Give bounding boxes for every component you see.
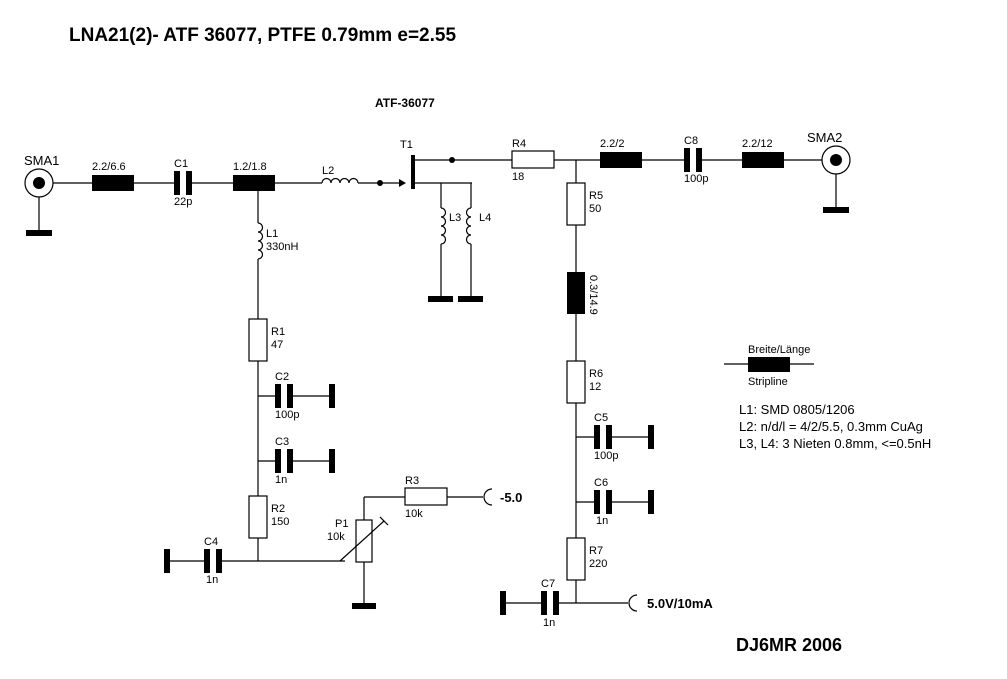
legend-stripline-symbol [748,357,790,372]
stripline-in1-label: 2.2/6.6 [92,161,126,173]
p1-ref: P1 [335,518,348,530]
r1-ref: R1 [271,326,285,338]
transistor-t1 [411,155,415,189]
inductor-l1 [257,222,264,260]
c1-ref: C1 [174,158,188,170]
c3-ref: C3 [275,436,289,448]
legend-bottom-label: Stripline [748,376,788,388]
r4-value: 18 [512,171,524,183]
capacitor-c1 [174,171,192,195]
ground-icon [458,296,483,302]
stripline-bias-label: 0.3/14.9 [587,275,599,315]
ground-icon [648,490,654,514]
c6-ref: C6 [594,477,608,489]
stripline-in2 [233,175,275,191]
resistor-r7 [566,537,586,581]
capacitor-c2 [275,384,281,408]
r7-ref: R7 [589,545,603,557]
ground-icon [329,449,335,473]
transistor-part-label: ATF-36077 [375,96,435,110]
r5-ref: R5 [589,190,603,202]
inductor-l3 [440,207,447,245]
resistor-r3 [404,487,448,506]
ground-icon [329,384,335,408]
capacitor-c5 [594,425,600,449]
stripline-out1 [600,152,642,168]
stripline-bias [567,272,585,314]
c8-ref: C8 [684,135,698,147]
l1-ref: L1 [266,228,278,240]
ground-icon [823,207,849,213]
resistor-r2 [248,495,268,539]
c7-ref: C7 [541,578,555,590]
ground-icon [352,603,376,609]
sma2-label: SMA2 [807,130,842,145]
inductor-l4 [465,207,472,245]
r4-ref: R4 [512,138,526,150]
c4-value: 1n [206,574,218,586]
p1-value: 10k [327,531,345,543]
sma2-connector [821,145,851,213]
c4-ref: C4 [204,536,218,548]
sma1-connector [24,168,54,236]
terminal-neg-supply [483,488,493,506]
c7-value: 1n [543,617,555,629]
stripline-out2 [742,152,784,168]
c8-value: 100p [684,173,708,185]
author-label: DJ6MR 2006 [736,635,842,655]
stripline-in1 [92,175,134,191]
note-line-2: L2: n/d/l = 4/2/5.5, 0.3mm CuAg [739,419,923,434]
ground-icon [648,425,654,449]
stripline-out1-label: 2.2/2 [600,138,624,150]
r3-ref: R3 [405,475,419,487]
capacitor-c6 [594,490,600,514]
note-line-3: L3, L4: 3 Nieten 0.8mm, <=0.5nH [739,436,931,451]
schematic-title: LNA21(2)- ATF 36077, PTFE 0.79mm e=2.55 [69,25,456,46]
r2-ref: R2 [271,503,285,515]
terminal-pos-supply [628,594,638,612]
c5-value: 100p [594,450,618,462]
c3-value: 1n [275,474,287,486]
r5-value: 50 [589,203,601,215]
r6-value: 12 [589,381,601,393]
capacitor-c8 [684,148,690,172]
r2-value: 150 [271,516,289,528]
pos-supply-label: 5.0V/10mA [647,596,713,611]
ground-icon [500,591,506,615]
r3-value: 10k [405,508,423,520]
stripline-out2-label: 2.2/12 [742,138,773,150]
l4-ref: L4 [479,212,491,224]
c6-value: 1n [596,515,608,527]
resistor-r4 [511,150,555,169]
ground-icon [428,296,453,302]
t1-ref: T1 [400,139,413,151]
r1-value: 47 [271,339,283,351]
inductor-l2 [321,177,359,184]
l2-ref: L2 [322,165,334,177]
l1-value: 330nH [266,241,298,253]
legend-top-label: Breite/Länge [748,344,810,356]
resistor-r5 [566,182,586,226]
potentiometer-p1 [355,519,373,563]
capacitor-c4 [204,549,210,573]
c2-ref: C2 [275,371,289,383]
l3-ref: L3 [449,212,461,224]
capacitor-c7 [541,591,547,615]
c5-ref: C5 [594,412,608,424]
r6-ref: R6 [589,368,603,380]
sma1-label: SMA1 [24,153,59,168]
r7-value: 220 [589,558,607,570]
c2-value: 100p [275,409,299,421]
note-line-1: L1: SMD 0805/1206 [739,402,855,417]
resistor-r6 [566,360,586,404]
ground-icon [164,549,170,573]
stripline-in2-label: 1.2/1.8 [233,161,267,173]
resistor-r1 [248,318,268,362]
c1-value: 22p [174,196,192,208]
capacitor-c3 [275,449,281,473]
ground-icon [26,230,52,236]
neg-supply-label: -5.0 [500,490,522,505]
